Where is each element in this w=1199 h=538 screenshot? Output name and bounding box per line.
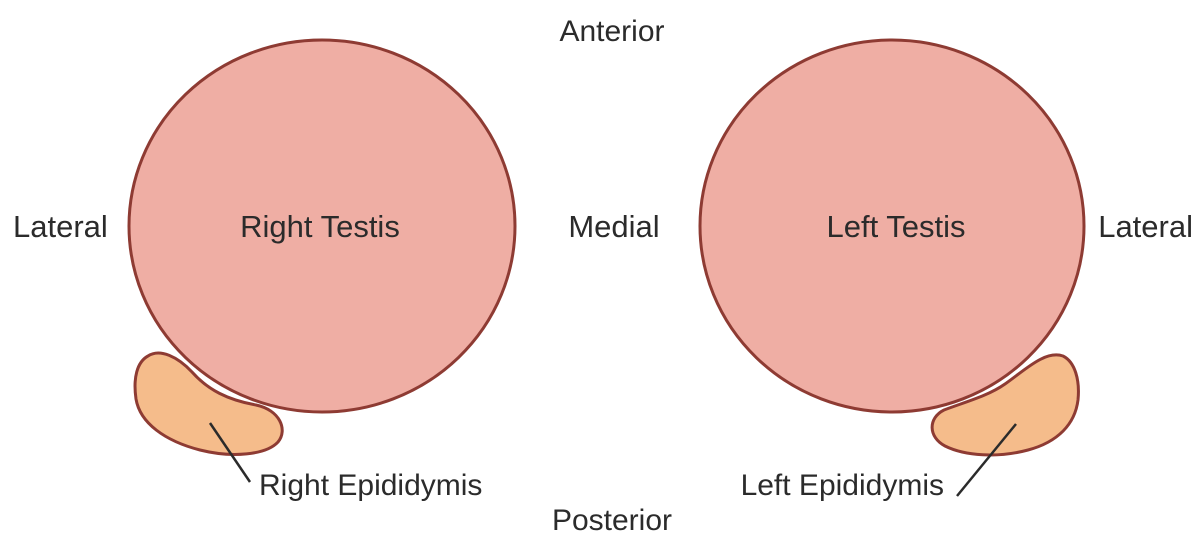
posterior-label: Posterior <box>552 504 672 537</box>
left-testis-label: Left Testis <box>826 209 965 244</box>
right-epididymis-label: Right Epididymis <box>259 469 482 502</box>
medial-label: Medial <box>568 209 659 244</box>
left-epididymis-label: Left Epididymis <box>741 469 944 502</box>
right-testis-label: Right Testis <box>240 209 400 244</box>
lateral-label-right: Lateral <box>1098 209 1193 244</box>
lateral-label-left: Lateral <box>13 209 108 244</box>
anterior-label: Anterior <box>559 15 664 48</box>
